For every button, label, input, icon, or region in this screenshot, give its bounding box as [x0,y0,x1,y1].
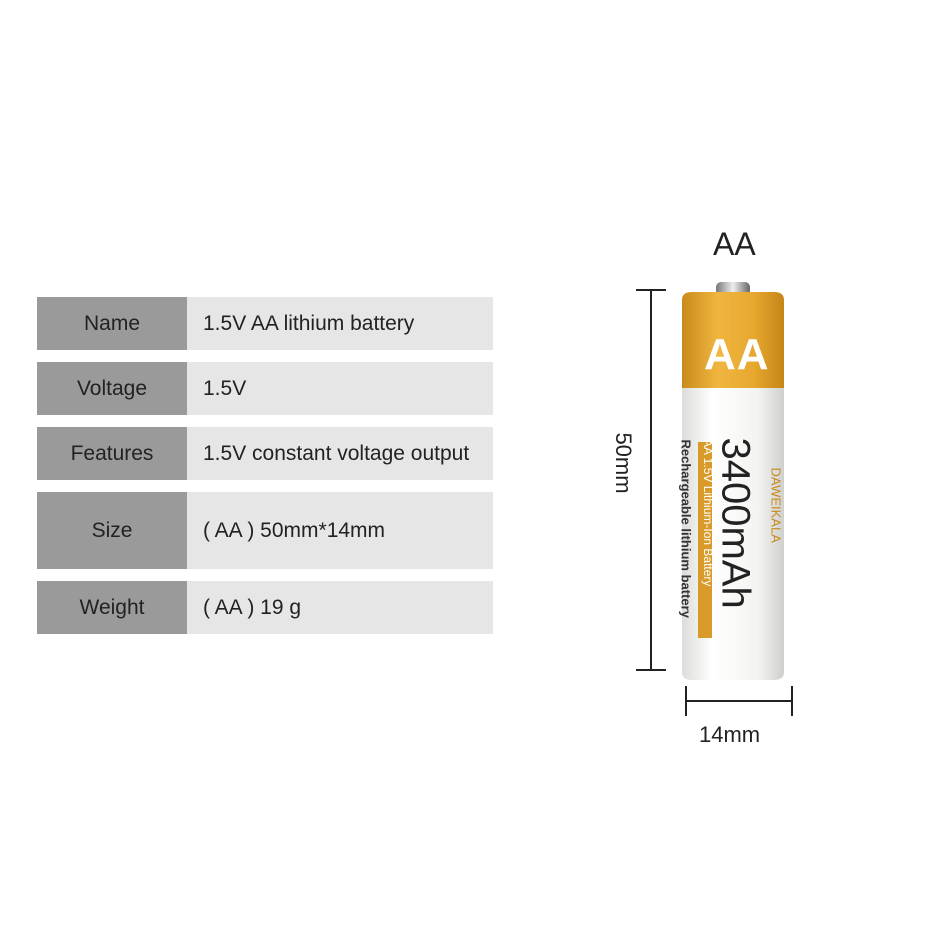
width-dimension-cap-left [685,686,687,716]
width-dimension-line [686,700,792,702]
spec-row-weight: Weight ( AA ) 19 g [37,581,493,634]
battery-line2: Rechargeable lithium battery [678,439,694,618]
battery-top-label: AA [704,330,770,379]
spec-row-size: Size ( AA ) 50mm*14mm [37,492,493,569]
spec-value: 1.5V constant voltage output [187,427,493,480]
height-dimension-label: 50mm [611,432,636,494]
battery-illustration [682,282,784,680]
battery-gold-cap [682,292,784,388]
spec-row-voltage: Voltage 1.5V [37,362,493,415]
battery-brand: DAWEIKALA [768,467,784,543]
width-dimension-cap-right [791,686,793,716]
height-dimension-cap-top [636,289,666,291]
width-dimension-label: 14mm [699,722,761,747]
height-dimension-cap-bottom [636,669,666,671]
battery-size-label: AA [713,226,756,262]
spec-value: 1.5V [187,362,493,415]
spec-label: Name [37,297,187,350]
spec-label: Weight [37,581,187,634]
spec-label: Voltage [37,362,187,415]
battery-label-band [698,442,712,638]
spec-value: ( AA ) 19 g [187,581,493,634]
spec-label: Features [37,427,187,480]
spec-value: ( AA ) 50mm*14mm [187,492,493,569]
spec-row-features: Features 1.5V constant voltage output [37,427,493,480]
spec-value: 1.5V AA lithium battery [187,297,493,350]
spec-label: Size [37,492,187,569]
height-dimension-line [650,290,652,670]
spec-row-name: Name 1.5V AA lithium battery [37,297,493,350]
battery-capacity: 3400mAh [713,437,758,609]
